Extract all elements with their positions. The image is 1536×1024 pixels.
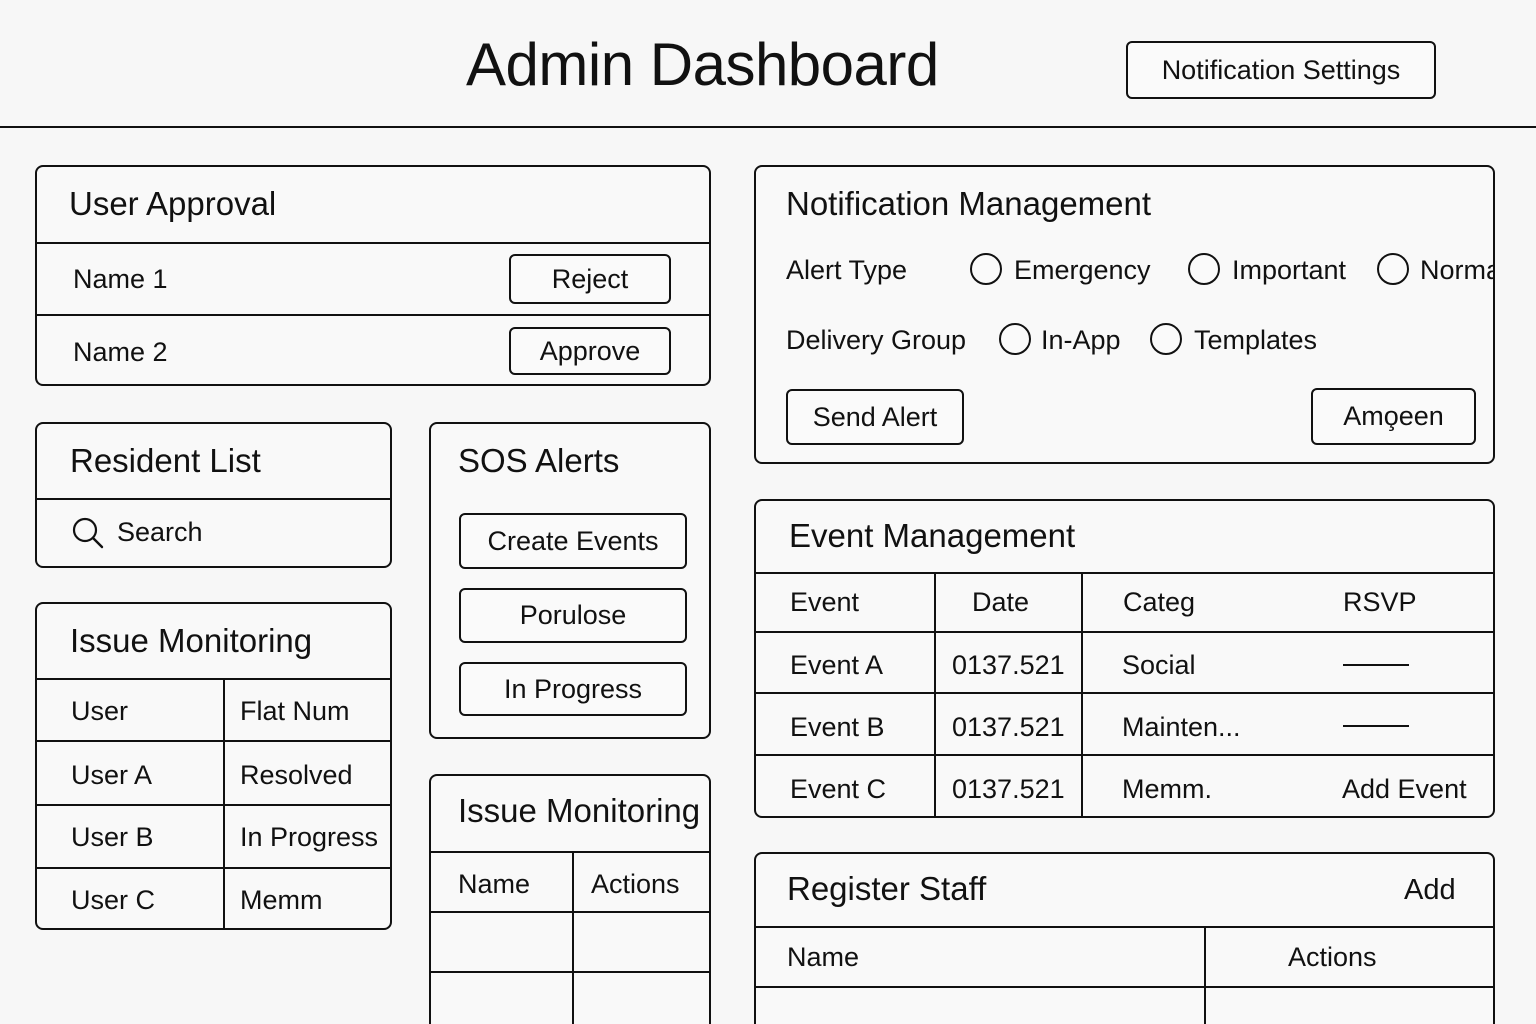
create-events-button[interactable]: Create Events [459, 513, 687, 569]
in-progress-button[interactable]: In Progress [459, 662, 687, 716]
approve-button[interactable]: Approve [509, 327, 671, 375]
issue-monitoring-title: Issue Monitoring [70, 622, 313, 659]
user-approval-title: User Approval [69, 185, 277, 222]
register-staff-panel: Register Staff Add Name Actions [754, 852, 1495, 1024]
secondary-action-button[interactable]: Amo̧een [1311, 388, 1476, 445]
column-header-actions: Actions [1288, 942, 1377, 972]
table-cell-user: User B [71, 822, 154, 852]
table-cell-date: 0137.521 [952, 712, 1065, 742]
radio-templates-label: Templates [1194, 325, 1318, 355]
issue-monitoring-title: Issue Monitoring [458, 792, 701, 829]
table-cell-status: In Progress [240, 822, 379, 852]
rsvp-empty-dash [1343, 664, 1409, 666]
table-cell-event: Event B [790, 712, 885, 742]
alert-type-label: Alert Type [786, 255, 908, 285]
send-alert-button[interactable]: Send Alert [786, 389, 964, 445]
sos-alerts-panel: SOS Alerts Create Events Porulose In Pro… [429, 422, 711, 739]
issue-monitoring-panel-secondary: Issue Monitoring Name Actions [429, 774, 711, 1024]
header-divider [0, 126, 1536, 128]
sos-alerts-title: SOS Alerts [458, 442, 620, 479]
register-staff-title: Register Staff [787, 870, 987, 907]
column-header-user: User [71, 696, 129, 726]
column-header-name: Name [458, 869, 531, 899]
table-cell-category: Mainten... [1122, 712, 1241, 742]
column-header-name: Name [787, 942, 860, 972]
table-cell-event: Event A [790, 650, 884, 680]
notification-settings-button[interactable]: Notification Settings [1126, 41, 1436, 99]
reject-button[interactable]: Reject [509, 254, 671, 304]
search-icon[interactable] [71, 516, 105, 550]
approval-name: Name 1 [73, 264, 168, 294]
user-approval-panel: User Approval Name 1 Reject Name 2 Appro… [35, 165, 711, 386]
column-header-rsvp: RSVP [1343, 587, 1417, 617]
radio-important-label: Important [1232, 255, 1347, 285]
delivery-group-label: Delivery Group [786, 325, 967, 355]
table-cell-date: 0137.521 [952, 774, 1065, 804]
table-cell-category: Social [1122, 650, 1196, 680]
column-header-actions: Actions [591, 869, 680, 899]
resident-list-panel: Resident List Search [35, 422, 392, 568]
add-event-link[interactable]: Add Event [1342, 774, 1467, 804]
notification-management-title: Notification Management [786, 185, 1152, 222]
approval-name: Name 2 [73, 337, 168, 367]
table-cell-status: Resolved [240, 760, 353, 790]
event-management-panel: Event Management Event Date Categ RSVP E… [754, 499, 1495, 818]
page-title: Admin Dashboard [466, 31, 939, 98]
table-cell-user: User A [71, 760, 153, 790]
radio-emergency-label: Emergency [1014, 255, 1151, 285]
table-cell-status: Memm [240, 885, 323, 915]
radio-in-app[interactable] [999, 323, 1031, 355]
radio-emergency[interactable] [970, 253, 1002, 285]
porulose-button[interactable]: Porulose [459, 588, 687, 643]
column-header-category: Categ [1123, 587, 1196, 617]
table-cell-event: Event C [790, 774, 887, 804]
add-staff-link[interactable]: Add [1404, 874, 1456, 906]
radio-normal-label: Norma [1420, 255, 1495, 285]
column-header-flat-num: Flat Num [240, 696, 350, 726]
search-input[interactable]: Search [117, 517, 203, 547]
radio-in-app-label: In-App [1041, 325, 1121, 355]
rsvp-empty-dash [1343, 725, 1409, 727]
table-cell-category: Memm. [1122, 774, 1212, 804]
event-management-title: Event Management [789, 517, 1076, 554]
column-header-event: Event [790, 587, 860, 617]
radio-templates[interactable] [1150, 323, 1182, 355]
column-header-date: Date [972, 587, 1030, 617]
table-cell-date: 0137.521 [952, 650, 1065, 680]
issue-monitoring-panel: Issue Monitoring User Flat Num User A Re… [35, 602, 392, 930]
table-cell-user: User C [71, 885, 156, 915]
radio-important[interactable] [1188, 253, 1220, 285]
resident-list-title: Resident List [70, 442, 261, 479]
notification-management-panel: Notification Management Alert Type Emerg… [754, 165, 1495, 464]
radio-normal[interactable] [1377, 253, 1409, 285]
